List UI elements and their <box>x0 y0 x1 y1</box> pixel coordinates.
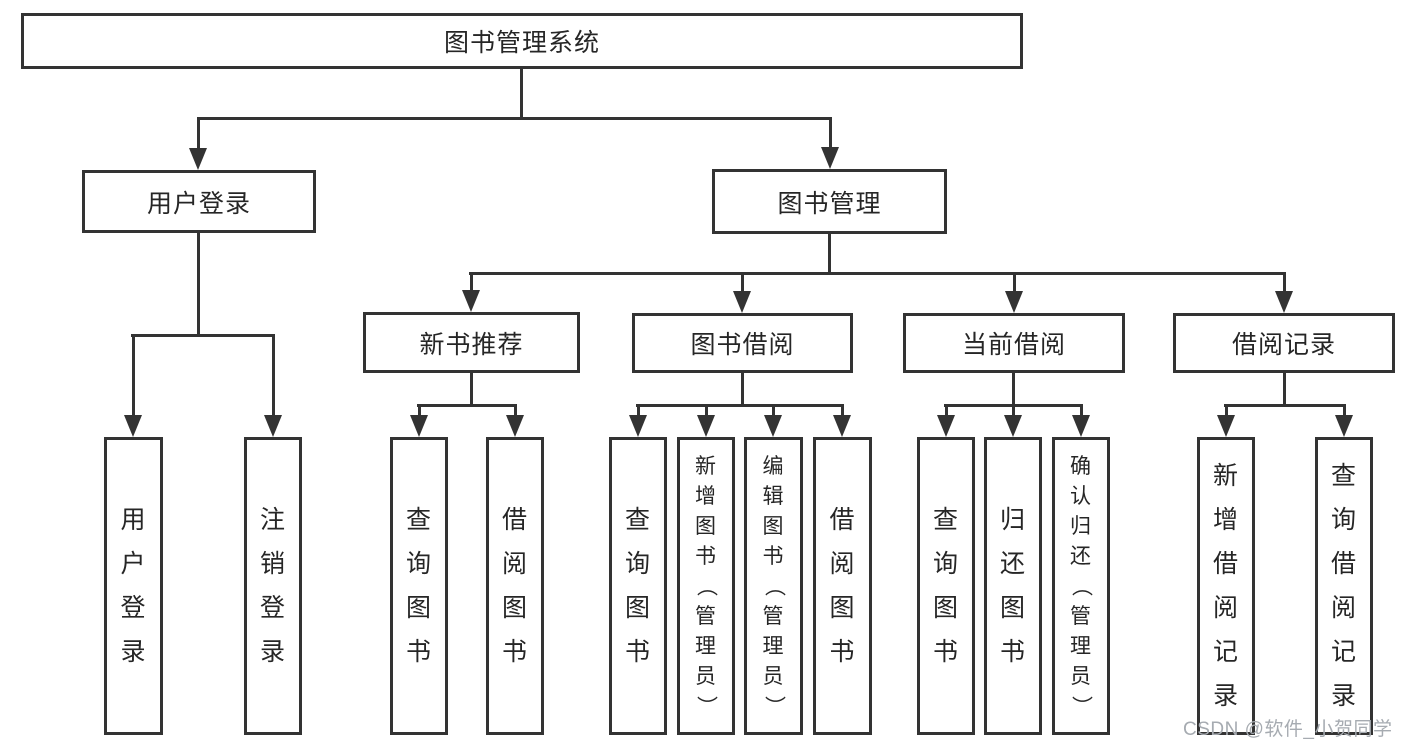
connector-user-login-bar <box>131 334 275 337</box>
arrow-down-to-leaf-borrow-books-recommend <box>506 405 524 437</box>
arrow-down-to-leaf-logout <box>264 335 282 437</box>
node-borrow-record-label: 借阅记录 <box>1231 331 1336 359</box>
leaf-query-books-current: 查询图书 <box>917 437 975 735</box>
node-new-book-recommend: 新书推荐 <box>363 312 580 373</box>
leaf-add-book-admin-label: 新增图书（管理员） <box>694 454 718 718</box>
node-root: 图书管理系统 <box>21 13 1023 69</box>
node-book-borrow: 图书借阅 <box>632 313 853 373</box>
connector-current-borrow-stem <box>1012 373 1015 407</box>
leaf-logout-label: 注销登录 <box>259 505 286 666</box>
connector-book-borrow-bar <box>636 404 844 407</box>
leaf-borrow-books: 借阅图书 <box>813 437 872 735</box>
arrow-down-to-leaf-edit-book-admin <box>764 405 782 437</box>
node-current-borrow: 当前借阅 <box>903 313 1125 373</box>
connector-level2-bar <box>197 117 832 120</box>
connector-user-login-stem <box>197 233 200 337</box>
leaf-add-borrow-record: 新增借阅记录 <box>1197 437 1255 735</box>
node-book-management-label: 图书管理 <box>777 189 882 218</box>
arrow-down-to-leaf-borrow-books <box>833 405 851 437</box>
connector-borrow-record-stem <box>1283 373 1286 407</box>
node-user-login: 用户登录 <box>82 170 316 233</box>
connector-new-book-rec-bar <box>417 404 517 407</box>
leaf-query-borrow-record-label: 查询借阅记录 <box>1330 461 1357 710</box>
node-current-borrow-label: 当前借阅 <box>961 331 1066 359</box>
node-new-book-recommend-label: 新书推荐 <box>419 330 524 359</box>
connector-new-book-rec-stem <box>470 373 473 407</box>
arrow-down-to-leaf-confirm-return-admin <box>1072 405 1090 437</box>
arrow-down-to-leaf-user-login <box>124 335 142 437</box>
leaf-logout: 注销登录 <box>244 437 302 735</box>
leaf-query-books-borrow: 查询图书 <box>609 437 667 735</box>
leaf-query-books-recommend: 查询图书 <box>390 437 448 735</box>
arrow-down-to-borrow-record <box>1275 273 1293 313</box>
connector-book-borrow-stem <box>741 373 744 407</box>
arrow-down-to-new-book-rec <box>462 273 480 312</box>
leaf-add-book-admin: 新增图书（管理员） <box>677 437 735 735</box>
leaf-edit-book-admin-label: 编辑图书（管理员） <box>762 454 785 718</box>
connector-borrow-record-bar <box>1224 404 1346 407</box>
csdn-watermark: CSDN @软件_小贺同学 <box>1183 719 1393 740</box>
node-root-label: 图书管理系统 <box>443 29 600 57</box>
arrow-down-to-user-login <box>189 118 207 170</box>
leaf-add-borrow-record-label: 新增借阅记录 <box>1212 461 1239 710</box>
leaf-borrow-books-label: 借阅图书 <box>829 505 856 666</box>
leaf-return-book: 归还图书 <box>984 437 1042 735</box>
leaf-user-login-label: 用户登录 <box>120 505 147 666</box>
arrow-down-to-leaf-query-books-borrow <box>629 405 647 437</box>
node-user-login-label: 用户登录 <box>146 189 251 218</box>
arrow-down-to-leaf-query-borrow-record <box>1335 405 1353 437</box>
connector-root-stem <box>520 69 523 118</box>
arrow-down-to-leaf-query-books-recommend <box>410 405 428 437</box>
leaf-edit-book-admin: 编辑图书（管理员） <box>744 437 803 735</box>
arrow-down-to-leaf-return-book <box>1004 405 1022 437</box>
leaf-user-login: 用户登录 <box>104 437 163 735</box>
leaf-confirm-return-admin: 确认归还（管理员） <box>1052 437 1110 735</box>
leaf-confirm-return-admin-label: 确认归还（管理员） <box>1069 454 1093 718</box>
arrow-down-to-leaf-add-book-admin <box>697 405 715 437</box>
leaf-borrow-books-recommend-label: 借阅图书 <box>501 505 528 666</box>
arrow-down-to-leaf-query-books-current <box>937 405 955 437</box>
node-book-management: 图书管理 <box>712 169 947 234</box>
leaf-query-books-current-label: 查询图书 <box>932 505 959 666</box>
arrow-down-to-current-borrow <box>1005 273 1023 313</box>
arrow-down-to-book-mgmt <box>821 118 839 169</box>
leaf-query-books-recommend-label: 查询图书 <box>405 505 432 666</box>
connector-book-mgmt-stem <box>828 234 831 275</box>
leaf-query-borrow-record: 查询借阅记录 <box>1315 437 1373 735</box>
connector-level3-bar <box>469 272 1286 275</box>
node-borrow-record: 借阅记录 <box>1173 313 1395 373</box>
arrow-down-to-book-borrow <box>733 273 751 313</box>
arrow-down-to-leaf-add-borrow-record <box>1217 405 1235 437</box>
node-book-borrow-label: 图书借阅 <box>690 331 795 359</box>
leaf-borrow-books-recommend: 借阅图书 <box>486 437 544 735</box>
leaf-return-book-label: 归还图书 <box>999 505 1026 666</box>
leaf-query-books-borrow-label: 查询图书 <box>624 505 651 666</box>
